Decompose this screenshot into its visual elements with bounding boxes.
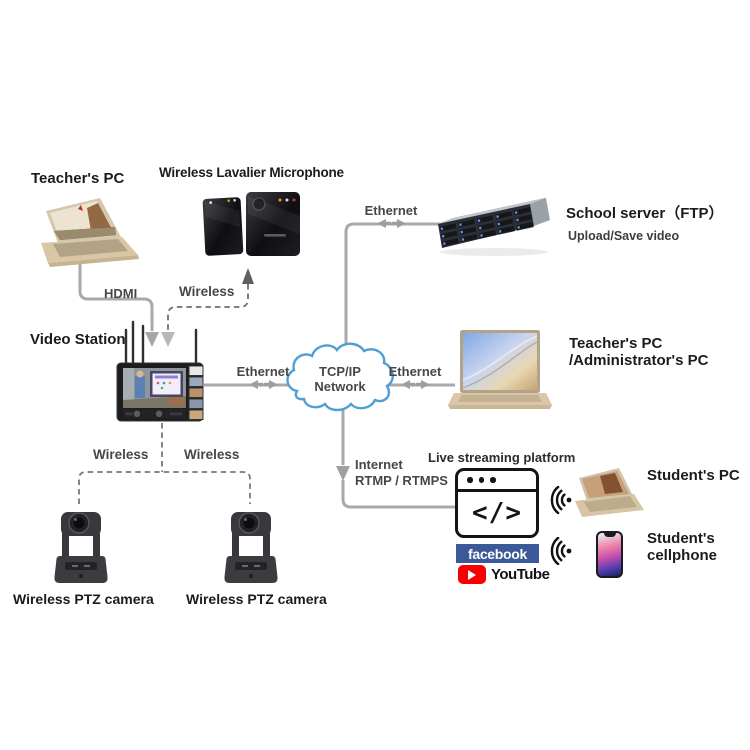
internet-down-arrow (336, 466, 350, 481)
student-cellphone-label: Student's cellphone (647, 530, 718, 564)
browser-dot-icon (467, 477, 473, 483)
teacher-admin-label: Teacher's PC /Administrator's PC (569, 335, 709, 369)
school-server-image (437, 197, 550, 256)
server-side (530, 198, 550, 226)
lavalier-microphone-image (202, 192, 300, 256)
server-drive-bays (438, 206, 534, 247)
code-icon: </> (472, 498, 522, 528)
ptz-camera-image (54, 512, 108, 583)
screen-swoosh (462, 335, 538, 381)
youtube-logo: YouTube (458, 564, 550, 585)
laptop-keyboard (584, 496, 637, 512)
antennas (124, 320, 198, 366)
youtube-logo-text: YouTube (491, 566, 550, 583)
microphone-label: Wireless Lavalier Microphone (159, 165, 344, 180)
wireless-mic-line (167, 284, 249, 330)
teacher-pc-top-label: Teacher's PC (31, 170, 125, 187)
cloud-label: TCP/IP Network (314, 364, 366, 394)
student-laptop-image (575, 468, 644, 517)
double-arrow-icon (249, 380, 278, 389)
phone-notch (603, 533, 616, 537)
admin-laptop-image (448, 330, 552, 409)
student-pc-label: Student's PC (647, 467, 740, 484)
screen-picture (600, 473, 623, 494)
double-arrow-icon (377, 219, 406, 228)
screen-swoosh (462, 341, 538, 389)
wireless-camera-lines (78, 423, 251, 504)
station-controls (123, 409, 186, 419)
teacher-laptop-image (41, 198, 139, 267)
hdmi-down-arrow (145, 332, 159, 347)
browser-window-icon: </> (455, 468, 539, 538)
video-station-label: Video Station (30, 331, 126, 348)
youtube-play-icon (458, 565, 486, 584)
laptop-front-edge (448, 405, 552, 409)
ethernet-left-label: Ethernet (236, 364, 290, 379)
ethernet-right-label: Ethernet (388, 364, 442, 379)
wireless-down-arrow (161, 332, 175, 347)
ethernet-top-label: Ethernet (364, 203, 418, 218)
wireless-up-arrow (242, 268, 254, 284)
wireless-cam-left-label: Wireless (93, 447, 149, 462)
laptop-keyboard (458, 395, 542, 402)
network-cloud-shape (286, 342, 394, 412)
mic-receiver (246, 192, 300, 256)
live-streaming-label: Live streaming platform (428, 450, 576, 465)
ptz-camera-left-label: Wireless PTZ camera (13, 591, 154, 607)
facebook-logo: facebook (456, 544, 539, 563)
upload-save-label: Upload/Save video (568, 229, 680, 243)
school-server-label: School server（FTP） (566, 205, 724, 222)
browser-dot-icon (490, 477, 496, 483)
wireless-mic-label: Wireless (179, 284, 235, 299)
station-screen (123, 368, 186, 408)
station-thumbnails (188, 365, 204, 420)
hdmi-line (78, 262, 154, 331)
ptz-camera-right-label: Wireless PTZ camera (186, 591, 327, 607)
laptop-keyboard (53, 239, 128, 257)
wifi-signal-icon (550, 486, 572, 514)
laptop-front-edge (48, 255, 139, 267)
screen-picture-accent (78, 205, 83, 211)
browser-titlebar (458, 471, 536, 492)
internet-rtmp-label: Internet RTMP / RTMPS (355, 457, 448, 488)
screen-foreground (54, 227, 116, 240)
student-phone-image (596, 531, 623, 578)
ptz-camera-image (224, 512, 278, 583)
hdmi-label: HDMI (104, 286, 138, 301)
wifi-signal-icon (550, 537, 572, 565)
ethernet-line-server (344, 222, 440, 352)
browser-dot-icon (478, 477, 484, 483)
internet-line (341, 408, 456, 509)
mic-transmitter (202, 197, 244, 256)
wireless-cam-right-label: Wireless (184, 447, 240, 462)
double-arrow-icon (401, 380, 430, 389)
video-station-image (116, 320, 204, 422)
laptop-screen (463, 333, 537, 390)
facebook-logo-text: facebook (467, 545, 528, 562)
